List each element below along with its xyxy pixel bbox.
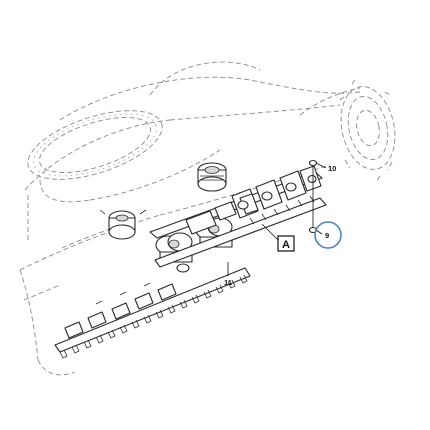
track-chain-lower: [54, 267, 251, 359]
swing-bearing-ghost: [27, 110, 163, 180]
track-chain-guide: [149, 165, 327, 268]
leader-lines: [227, 162, 327, 276]
callout-10: 10: [328, 164, 336, 173]
view-label-a-text: A: [282, 239, 290, 251]
callout-9: 9: [325, 231, 329, 240]
view-label-a: A: [277, 235, 295, 252]
carrier-roller-upper: [197, 162, 227, 192]
drive-sprocket-ghost: [299, 77, 396, 183]
callout-11: 11: [224, 278, 232, 287]
highlight-circle: [314, 221, 342, 249]
carrier-roller-left: [99, 209, 147, 240]
